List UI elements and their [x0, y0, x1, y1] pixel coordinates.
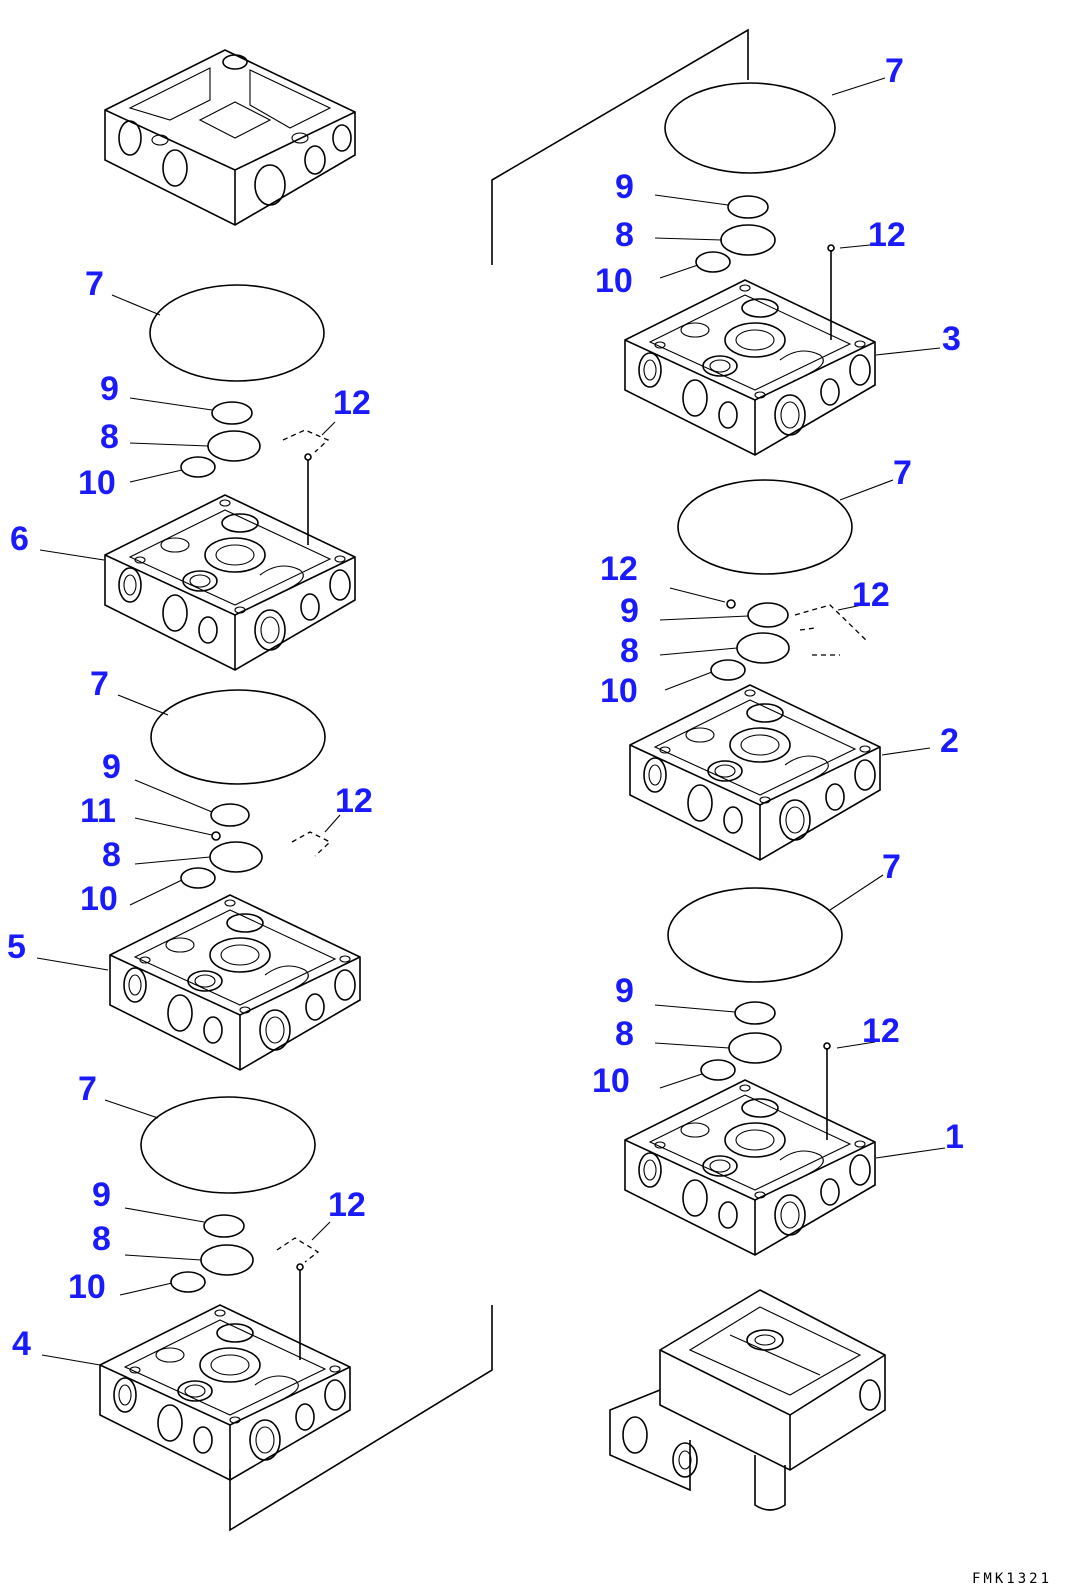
o-ring-8 [200, 1244, 254, 1276]
o-ring-9 [734, 1001, 776, 1025]
callout-2: 2 [940, 722, 959, 760]
spacer-12 [282, 429, 330, 453]
o-ring-10 [700, 1059, 736, 1081]
valve-section-2 [629, 684, 881, 861]
callout-3: 3 [942, 320, 961, 358]
o-ring-8 [209, 841, 263, 873]
valve-section-5 [109, 894, 361, 1071]
callout-8: 8 [615, 1015, 634, 1053]
o-ring-7 [140, 1096, 316, 1194]
o-ring-7 [677, 479, 853, 575]
o-ring-7 [150, 689, 326, 785]
spacer-12 [794, 604, 869, 643]
inlet-cover-section [104, 49, 356, 226]
callout-12: 12 [862, 1012, 900, 1050]
valve-section-4 [99, 1304, 351, 1481]
o-ring-7 [149, 284, 325, 382]
callout-4: 4 [12, 1325, 31, 1363]
o-ring-10 [170, 1271, 206, 1293]
callout-7: 7 [85, 265, 104, 303]
seal-parts [140, 82, 869, 1360]
callout-10: 10 [68, 1268, 106, 1306]
o-ring-9 [210, 803, 250, 827]
callout-12: 12 [328, 1186, 366, 1224]
assembly-axis-lines [229, 28, 749, 1532]
o-ring-10 [180, 456, 216, 478]
o-ring-7 [667, 887, 843, 983]
callout-9: 9 [102, 748, 121, 786]
callout-9: 9 [92, 1176, 111, 1214]
ring-12 [726, 599, 736, 609]
callout-10: 10 [80, 880, 118, 918]
callout-12: 12 [335, 782, 373, 820]
callout-1: 1 [945, 1118, 964, 1156]
o-ring-8 [736, 632, 790, 664]
callout-12: 12 [600, 550, 638, 588]
callout-10: 10 [592, 1062, 630, 1100]
callout-8: 8 [102, 836, 121, 874]
o-ring-8 [207, 430, 261, 462]
callout-10: 10 [78, 464, 116, 502]
valve-section-6 [104, 494, 356, 671]
o-ring-10 [695, 251, 731, 273]
callout-8: 8 [620, 632, 639, 670]
callout-12: 12 [852, 576, 890, 614]
callout-7: 7 [885, 52, 904, 90]
o-ring-9 [727, 195, 769, 219]
o-ring-8 [728, 1032, 782, 1064]
callout-9: 9 [620, 592, 639, 630]
callout-9: 9 [100, 370, 119, 408]
callout-10: 10 [600, 672, 638, 710]
valve-section-1 [624, 1079, 876, 1256]
ring-11 [211, 831, 221, 841]
o-ring-7 [664, 82, 836, 174]
spacer-12 [276, 1237, 320, 1263]
o-ring-9 [211, 401, 253, 425]
valve-section-3 [624, 279, 876, 456]
callout-5: 5 [7, 928, 26, 966]
o-ring-10 [180, 867, 216, 889]
callout-12: 12 [333, 384, 371, 422]
spacer-12 [291, 831, 332, 857]
callout-6: 6 [10, 520, 29, 558]
o-ring-9 [747, 602, 789, 628]
callout-7: 7 [893, 454, 912, 492]
callout-11: 11 [80, 792, 116, 830]
o-ring-9 [203, 1214, 245, 1238]
callout-12: 12 [868, 216, 906, 254]
leader-lines [36, 77, 946, 1366]
callout-8: 8 [615, 216, 634, 254]
callout-7: 7 [90, 665, 109, 703]
callout-7: 7 [78, 1070, 97, 1108]
o-ring-8 [720, 224, 776, 256]
outlet-end-section [609, 1289, 886, 1511]
callout-labels: 7 9 8 12 10 3 7 12 12 9 8 10 2 7 9 8 12 … [7, 52, 964, 1363]
callout-8: 8 [100, 418, 119, 456]
callout-9: 9 [615, 972, 634, 1010]
callout-8: 8 [92, 1220, 111, 1258]
callout-7: 7 [882, 848, 901, 886]
callout-10: 10 [595, 262, 633, 300]
o-ring-10 [710, 659, 746, 681]
figure-code: FMK1321 [972, 1571, 1052, 1587]
callout-9: 9 [615, 168, 634, 206]
